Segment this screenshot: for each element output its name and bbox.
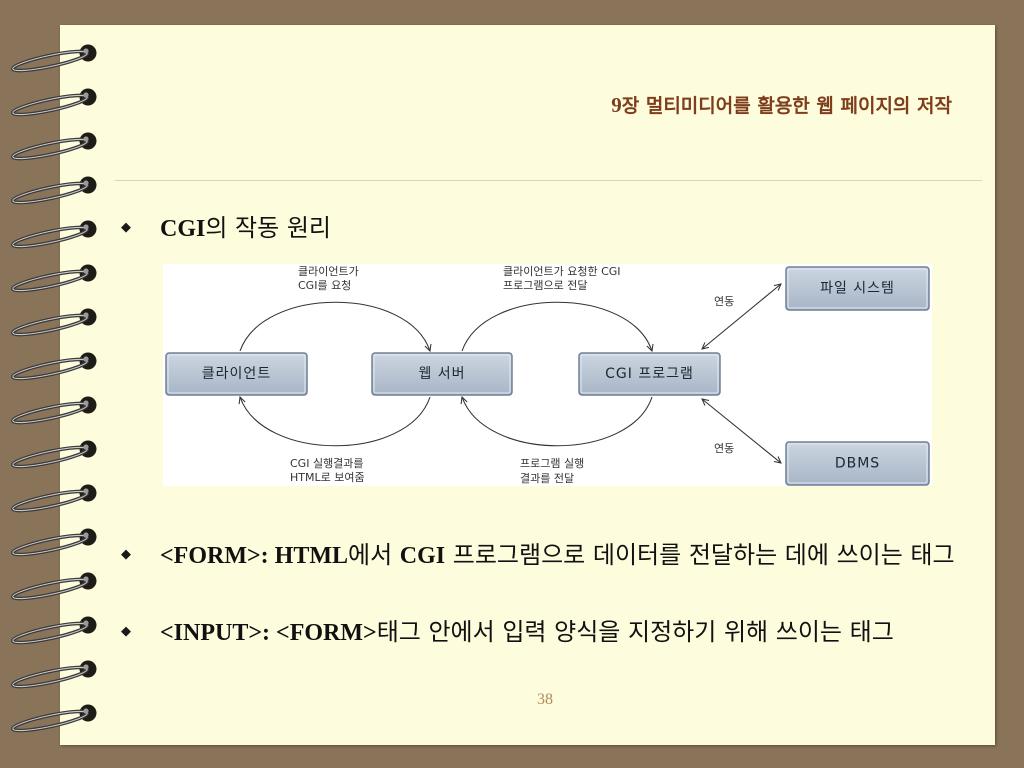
bullet-item-input-tag: <INPUT>: <FORM>태그 안에서 입력 양식을 지정하기 위해 쓰이는…: [160, 615, 968, 651]
ring-glint: [83, 708, 89, 714]
spiral-ring: [11, 572, 97, 601]
bullet-term: <INPUT>: <FORM>: [160, 620, 377, 646]
ring-glint: [83, 312, 89, 318]
bullet-term: <FORM>: HTML: [160, 543, 348, 569]
chapter-title: 장 멀티미디어를 활용한 웹 페이지의 저작: [621, 95, 952, 117]
node-box: [785, 441, 930, 486]
node-file-system: 파일 시스템: [785, 266, 930, 311]
spiral-ring: [11, 704, 97, 733]
ring-glint: [83, 400, 89, 406]
node-box-highlight: [787, 268, 928, 309]
node-box: [785, 266, 930, 311]
ring-glint: [83, 136, 89, 142]
spiral-ring: [11, 352, 97, 381]
bullet-text-segment: 프로그램으로 데이터를 전달하는 데에 쓰이는 태그: [445, 541, 955, 569]
edge-label: 연동: [714, 442, 734, 455]
arrow-web-server-to-cgi-program: [461, 301, 652, 351]
edge-label: 연동: [714, 295, 734, 308]
spiral-ring: [11, 220, 97, 249]
node-client: 클라이언트: [165, 352, 308, 396]
ring-glint: [83, 444, 89, 450]
node-label: 웹 서버: [418, 366, 465, 382]
edge-label: 클라이언트가 요청한 CGI: [503, 265, 621, 278]
node-label: CGI 프로그램: [605, 366, 694, 382]
node-dbms: DBMS: [785, 441, 930, 486]
node-label: DBMS: [835, 456, 880, 472]
edge-label: 클라이언트가: [298, 265, 359, 278]
ring-glint: [83, 48, 89, 54]
slide-page: 9장 멀티미디어를 활용한 웹 페이지의 저작 CGI의 작동 원리: [60, 25, 995, 745]
node-label: 클라이언트: [202, 366, 271, 382]
ring-glint: [83, 620, 89, 626]
spiral-ring: [11, 44, 97, 73]
arrow-cgi-program-dbms: [702, 399, 781, 463]
arrow-cgi-program-to-web-server: [462, 397, 653, 447]
spiral-ring: [11, 396, 97, 425]
bullet-term: CGI: [399, 543, 446, 569]
cgi-diagram: 클라이언트가 CGI를 요청 클라이언트가 요청한 CGI 프로그램으로 전달 …: [163, 264, 932, 486]
node-web-server: 웹 서버: [371, 352, 513, 396]
ring-glint: [83, 268, 89, 274]
bullet-item-form-tag: <FORM>: HTML에서 CGI 프로그램으로 데이터를 전달하는 데에 쓰…: [160, 538, 968, 574]
node-box: [165, 352, 308, 396]
arrow-web-server-to-client: [240, 397, 431, 447]
ring-glint: [83, 92, 89, 98]
chapter-number: 9: [611, 93, 622, 117]
ring-glint: [83, 356, 89, 362]
edge-label: CGI를 요청: [298, 279, 351, 292]
edge-label: CGI 실행결과를: [290, 457, 364, 470]
spiral-ring: [11, 440, 97, 469]
node-label: 파일 시스템: [820, 281, 895, 297]
ring-glint: [83, 576, 89, 582]
bullet-text-segment: 의 작동 원리: [205, 214, 332, 242]
ring-glint: [83, 180, 89, 186]
node-box-highlight: [787, 443, 928, 484]
bullet-text: <INPUT>: <FORM>태그 안에서 입력 양식을 지정하기 위해 쓰이는…: [160, 615, 968, 651]
bullet-text: <FORM>: HTML에서 CGI 프로그램으로 데이터를 전달하는 데에 쓰…: [160, 538, 968, 574]
slide-header-title: 9장 멀티미디어를 활용한 웹 페이지의 저작: [611, 92, 952, 119]
ring-glint: [83, 532, 89, 538]
spiral-ring: [11, 660, 97, 689]
node-cgi-program: CGI 프로그램: [578, 352, 721, 396]
node-box: [371, 352, 513, 396]
node-box: [578, 352, 721, 396]
bullet-term: CGI: [160, 216, 206, 242]
edge-label: 프로그램 실행: [520, 457, 584, 470]
edge-label: HTML로 보여줌: [290, 471, 365, 484]
ring-glint: [83, 664, 89, 670]
page-number: 38: [537, 691, 553, 708]
header-divider: [115, 180, 982, 181]
arrow-client-to-web-server: [239, 301, 430, 351]
spiral-ring: [11, 484, 97, 513]
arrow-cgi-program-file-system: [702, 284, 781, 349]
spiral-ring: [11, 528, 97, 557]
spiral-ring: [11, 264, 97, 293]
bullet-text-segment: 에서: [348, 541, 400, 569]
spiral-binding: [11, 44, 97, 733]
ring-glint: [83, 224, 89, 230]
spiral-ring: [11, 308, 97, 337]
edge-label: 결과를 전달: [520, 472, 574, 485]
spiral-ring: [11, 176, 97, 205]
spiral-ring: [11, 616, 97, 645]
edge-label: 프로그램으로 전달: [503, 279, 587, 292]
bullet-text-segment: 태그 안에서 입력 양식을 지정하기 위해 쓰이는 태그: [376, 618, 894, 646]
node-box-highlight: [373, 354, 511, 394]
cgi-diagram-canvas: 클라이언트가 CGI를 요청 클라이언트가 요청한 CGI 프로그램으로 전달 …: [163, 264, 932, 486]
node-box-highlight: [580, 354, 719, 394]
spiral-ring: [11, 88, 97, 117]
node-box-highlight: [167, 354, 306, 394]
bullet-text: CGI의 작동 원리: [160, 211, 968, 247]
bullet-item-cgi-principle: CGI의 작동 원리: [160, 211, 968, 247]
spiral-ring: [11, 132, 97, 161]
ring-glint: [83, 488, 89, 494]
